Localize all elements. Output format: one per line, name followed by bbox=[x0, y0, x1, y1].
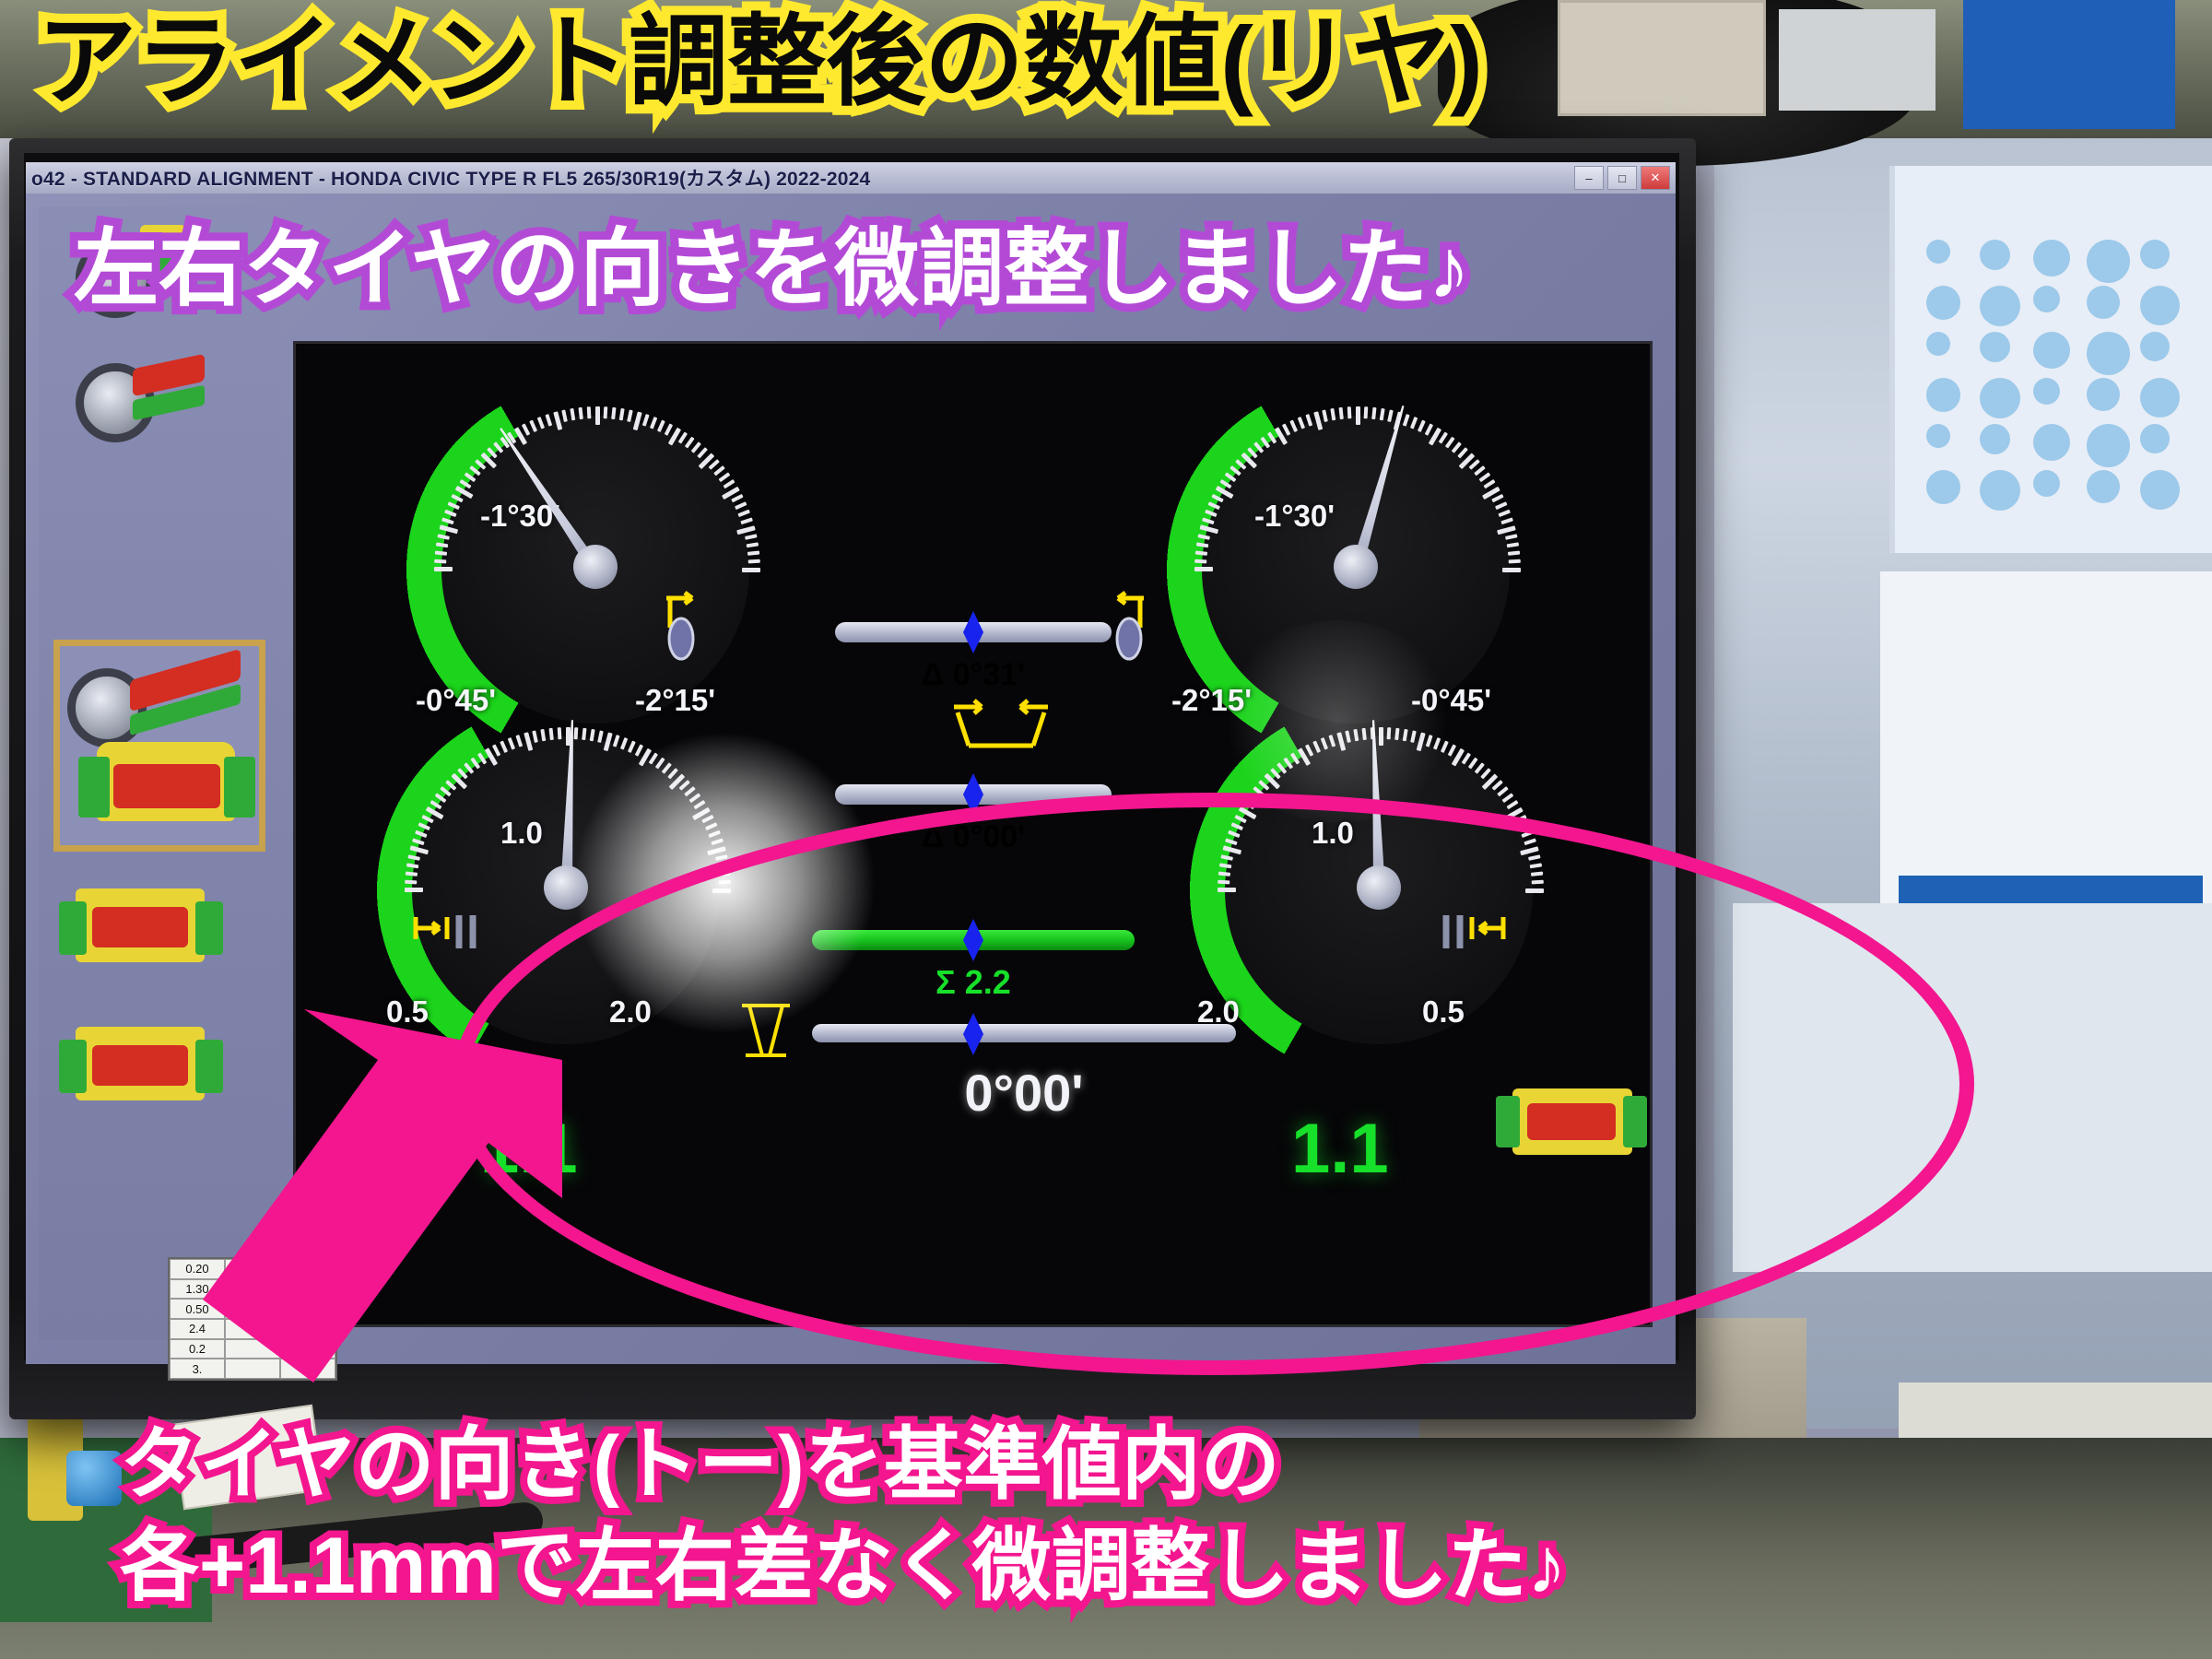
annotation-bottom-line2: 各+1.1mmで左右差なく微調整しました♪ bbox=[112, 1514, 1574, 1618]
sidebar-item-summary[interactable] bbox=[59, 1018, 223, 1128]
readout-camber-delta: Δ 0°31' bbox=[921, 657, 1026, 692]
minimize-button[interactable]: – bbox=[1574, 166, 1604, 190]
sidebar-item-spec-view[interactable] bbox=[59, 879, 223, 990]
gauge-tick-label: -1°30' bbox=[480, 499, 561, 533]
carton-b bbox=[1963, 0, 2175, 129]
maximize-button[interactable]: □ bbox=[1607, 166, 1637, 190]
shelf-box-pattern bbox=[1926, 240, 2194, 516]
gauge-ticks bbox=[1193, 406, 1521, 733]
gauge-hub bbox=[544, 865, 588, 910]
window-title: o42 - STANDARD ALIGNMENT - HONDA CIVIC T… bbox=[31, 169, 871, 190]
carton-a bbox=[1558, 0, 1766, 116]
annotation-bottom-line1: タイヤの向き(トー)を基準値内の bbox=[112, 1413, 1288, 1516]
start-button[interactable] bbox=[66, 1451, 122, 1506]
gauge-rear-right-camber bbox=[1158, 371, 1554, 768]
gauge-rear-left-camber bbox=[397, 371, 794, 768]
wheel-angle-icon bbox=[1098, 591, 1162, 661]
axle-toe-diagram-icon bbox=[941, 692, 1061, 757]
table-cell: 0.20 bbox=[170, 1259, 225, 1279]
gauge-ticks bbox=[1216, 727, 1544, 1053]
toe-icon bbox=[408, 908, 491, 963]
sidebar-rail: 0.200.300.201.301.601.800.500.600.652.40… bbox=[39, 206, 337, 1511]
camber-center-marker bbox=[963, 611, 983, 653]
sidebar-item-wheel-setup[interactable] bbox=[76, 225, 205, 335]
gauge-ticks bbox=[432, 406, 760, 733]
gauge-tick-label: -1°30' bbox=[1254, 499, 1335, 533]
gauge-hub bbox=[573, 545, 618, 589]
table-cell: 0.2 bbox=[170, 1338, 225, 1359]
wheel-angle-icon bbox=[648, 591, 712, 661]
sidebar-item-rear-axle-selected[interactable] bbox=[53, 640, 265, 852]
pointer-arrow bbox=[194, 995, 581, 1387]
carton-c bbox=[1779, 9, 1936, 111]
gauge-tick-label: -2°15' bbox=[1171, 683, 1253, 717]
annotation-top-title: アライメント調整後の数値(リヤ) bbox=[28, 0, 1492, 125]
gauge-tick-label: 0.5 bbox=[386, 994, 429, 1029]
screen-glare-secondary bbox=[1218, 620, 1457, 823]
window-titlebar: o42 - STANDARD ALIGNMENT - HONDA CIVIC T… bbox=[26, 162, 1676, 194]
close-button[interactable]: ✕ bbox=[1641, 166, 1670, 190]
gauge-hub bbox=[1334, 545, 1378, 589]
toe-highlight-ellipse bbox=[452, 793, 1974, 1375]
gauge-tick-label: 1.0 bbox=[500, 816, 543, 850]
toe-center-marker bbox=[963, 773, 983, 816]
annotation-subtitle: 左右タイヤの向きを微調整しました♪ bbox=[65, 214, 1478, 324]
window-controls: – □ ✕ bbox=[1574, 166, 1670, 190]
table-cell bbox=[225, 1359, 280, 1379]
sidebar-item-front-axle[interactable] bbox=[76, 353, 205, 465]
table-cell: 2.4 bbox=[170, 1318, 225, 1339]
table-cell: 3. bbox=[170, 1359, 225, 1379]
gauge-ticks bbox=[403, 727, 731, 1053]
